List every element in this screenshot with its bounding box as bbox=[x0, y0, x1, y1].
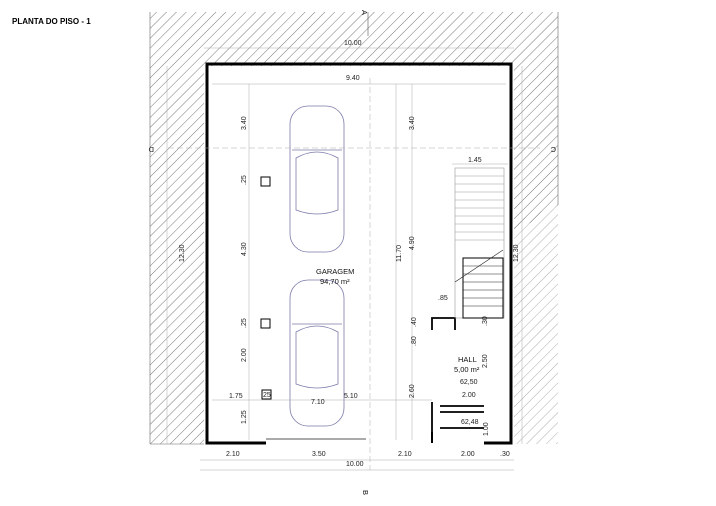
dim-garage-part: 5.10 bbox=[344, 393, 358, 400]
dim-left-height: 12.30 bbox=[179, 244, 186, 262]
room-name-hall: HALL bbox=[458, 355, 477, 364]
dim-inner-height: 11.70 bbox=[396, 245, 403, 262]
dim-garage-width: 7.10 bbox=[311, 399, 325, 406]
car-icon bbox=[289, 279, 345, 427]
dim-bottom-part: 2.10 bbox=[226, 451, 240, 458]
pillars bbox=[260, 176, 272, 400]
dim-left-col: 2.00 bbox=[241, 348, 248, 362]
dim-bottom-part: 2.10 bbox=[398, 451, 412, 458]
dim-left-col: 3.40 bbox=[241, 116, 248, 130]
car-icon bbox=[289, 105, 345, 253]
dim-hall-level: 62,50 bbox=[460, 379, 478, 386]
dim-left-col: .25 bbox=[241, 318, 248, 328]
dim-opening: 2.60 bbox=[409, 384, 416, 398]
dim-top-overall: 10.00 bbox=[344, 40, 362, 47]
dim-left-col: .25 bbox=[241, 175, 248, 185]
dim-small: .40 bbox=[411, 317, 418, 327]
dim-stair-width: 1.45 bbox=[468, 157, 482, 164]
dim-right-height: 12.30 bbox=[513, 244, 520, 262]
dim-hall-width: 2.00 bbox=[462, 392, 476, 399]
room-area-garagem: 94,70 m² bbox=[320, 277, 350, 286]
plan-title: PLANTA DO PISO - 1 bbox=[12, 17, 91, 26]
dimension-lines bbox=[166, 12, 540, 471]
room-area-hall: 5,00 m² bbox=[454, 365, 480, 374]
section-marker-d: D bbox=[148, 145, 154, 154]
dim-hall-vert: 2.50 bbox=[482, 354, 489, 368]
section-marker-c: C bbox=[550, 145, 556, 154]
section-marker-a: A bbox=[360, 10, 369, 15]
dim-bottom-part: 2.00 bbox=[461, 451, 475, 458]
staircase bbox=[454, 167, 505, 319]
section-marker-b: B bbox=[361, 490, 370, 495]
dim-right-col: 4.90 bbox=[409, 236, 416, 250]
dim-top-inner: 9.40 bbox=[346, 75, 360, 82]
dim-entry-level: 62,48 bbox=[461, 419, 479, 426]
small-box-label: 25 bbox=[263, 392, 271, 399]
dim-right-col: 3.40 bbox=[409, 116, 416, 130]
dim-left-col: 4.30 bbox=[241, 242, 248, 256]
dim-left-col: 1.25 bbox=[241, 410, 248, 424]
dim-bottom-overall: 10.00 bbox=[346, 461, 364, 468]
dim-small: .80 bbox=[411, 336, 418, 346]
interior-walls bbox=[431, 317, 484, 432]
exterior-walls bbox=[205, 62, 513, 445]
dim-left-col: 1.75 bbox=[229, 393, 243, 400]
room-name-garagem: GARAGEM bbox=[316, 267, 354, 276]
dim-small: .30 bbox=[482, 316, 489, 326]
dim-entry-height: 1.00 bbox=[483, 422, 490, 436]
dim-bottom-part: 3.50 bbox=[312, 451, 326, 458]
dim-bottom-part: .30 bbox=[500, 451, 510, 458]
terrain-hatch bbox=[149, 12, 559, 445]
dim-small: .85 bbox=[438, 295, 448, 302]
